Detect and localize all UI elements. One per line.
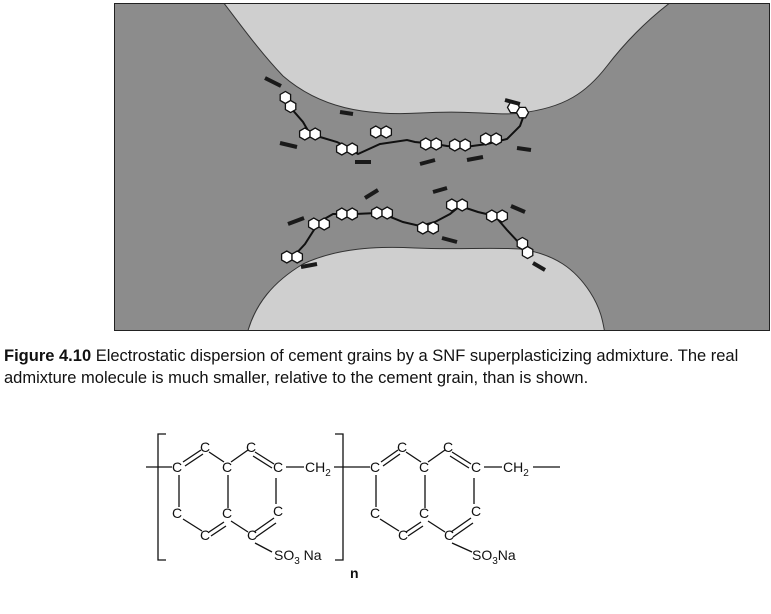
atom-c: C xyxy=(247,527,257,543)
charge-mark xyxy=(432,186,448,194)
atom-c: C xyxy=(172,505,182,521)
atom-c: C xyxy=(200,439,210,455)
repeat-count: n xyxy=(350,565,359,581)
cement-grain-top xyxy=(223,4,670,115)
naphthalene-unit xyxy=(416,221,440,235)
naphthalene-unit xyxy=(485,209,509,223)
naphthalene-unit xyxy=(506,101,530,119)
sulfonate-group: SO3 Na xyxy=(274,547,322,567)
charge-mark xyxy=(504,98,521,106)
dispersion-illustration xyxy=(114,3,770,331)
naphthalene-unit xyxy=(448,138,472,152)
naphthalene-unit xyxy=(479,132,503,146)
naphthalene-units xyxy=(279,90,534,264)
atom-c: C xyxy=(273,459,283,475)
charge-mark xyxy=(441,236,458,244)
naphthalene-unit xyxy=(370,206,394,220)
atom-c: C xyxy=(397,439,407,455)
methylene-group: CH2 xyxy=(503,459,529,479)
atom-c: C xyxy=(444,527,454,543)
charge-mark xyxy=(339,110,354,116)
naphthalene-unit xyxy=(280,250,304,264)
charge-mark xyxy=(264,76,282,88)
atom-c: C xyxy=(471,503,481,519)
naphthalene-unit xyxy=(335,142,359,156)
charge-mark xyxy=(531,261,547,272)
charge-mark xyxy=(419,158,436,166)
charge-mark xyxy=(300,262,318,269)
atom-c: C xyxy=(370,459,380,475)
snf-structural-formula: C C C C C C C C C C CH2 SO3 Na n C C C C… xyxy=(146,433,560,581)
atom-c: C xyxy=(443,439,453,455)
cement-grain-bottom xyxy=(247,246,605,330)
atom-c: C xyxy=(246,439,256,455)
naphthalene-unit xyxy=(369,125,393,139)
atom-c: C xyxy=(419,505,429,521)
figure-caption: Figure 4.10 Electrostatic dispersion of … xyxy=(4,345,766,389)
naphthalene-unit xyxy=(298,127,322,141)
figure-label: Figure 4.10 xyxy=(4,347,92,365)
right-bracket xyxy=(335,433,344,561)
charge-mark xyxy=(516,146,532,152)
atom-c: C xyxy=(222,459,232,475)
naphthalene-unit xyxy=(445,198,469,212)
naphthalene-unit xyxy=(279,90,297,114)
atom-c: C xyxy=(222,505,232,521)
naphthalene-unit xyxy=(516,236,534,260)
atom-c: C xyxy=(370,505,380,521)
atom-c: C xyxy=(172,459,182,475)
naphthalene-unit xyxy=(335,207,359,221)
atom-c: C xyxy=(273,503,283,519)
charge-mark xyxy=(363,188,380,200)
charge-mark xyxy=(466,155,484,162)
sulfonate-charge-marks xyxy=(264,76,547,272)
charge-mark xyxy=(279,141,298,149)
naphthalene-unit xyxy=(419,137,443,151)
sulfonate-group: SO3Na xyxy=(472,547,516,567)
atom-c: C xyxy=(419,459,429,475)
charge-mark xyxy=(287,216,305,226)
atom-c: C xyxy=(398,527,408,543)
caption-text: Electrostatic dispersion of cement grain… xyxy=(4,347,739,387)
methylene-group: CH2 xyxy=(305,459,331,479)
charge-mark xyxy=(510,204,526,214)
left-bracket xyxy=(157,433,166,561)
naphthalene-unit xyxy=(307,217,331,231)
atom-c: C xyxy=(471,459,481,475)
atom-c: C xyxy=(200,527,210,543)
